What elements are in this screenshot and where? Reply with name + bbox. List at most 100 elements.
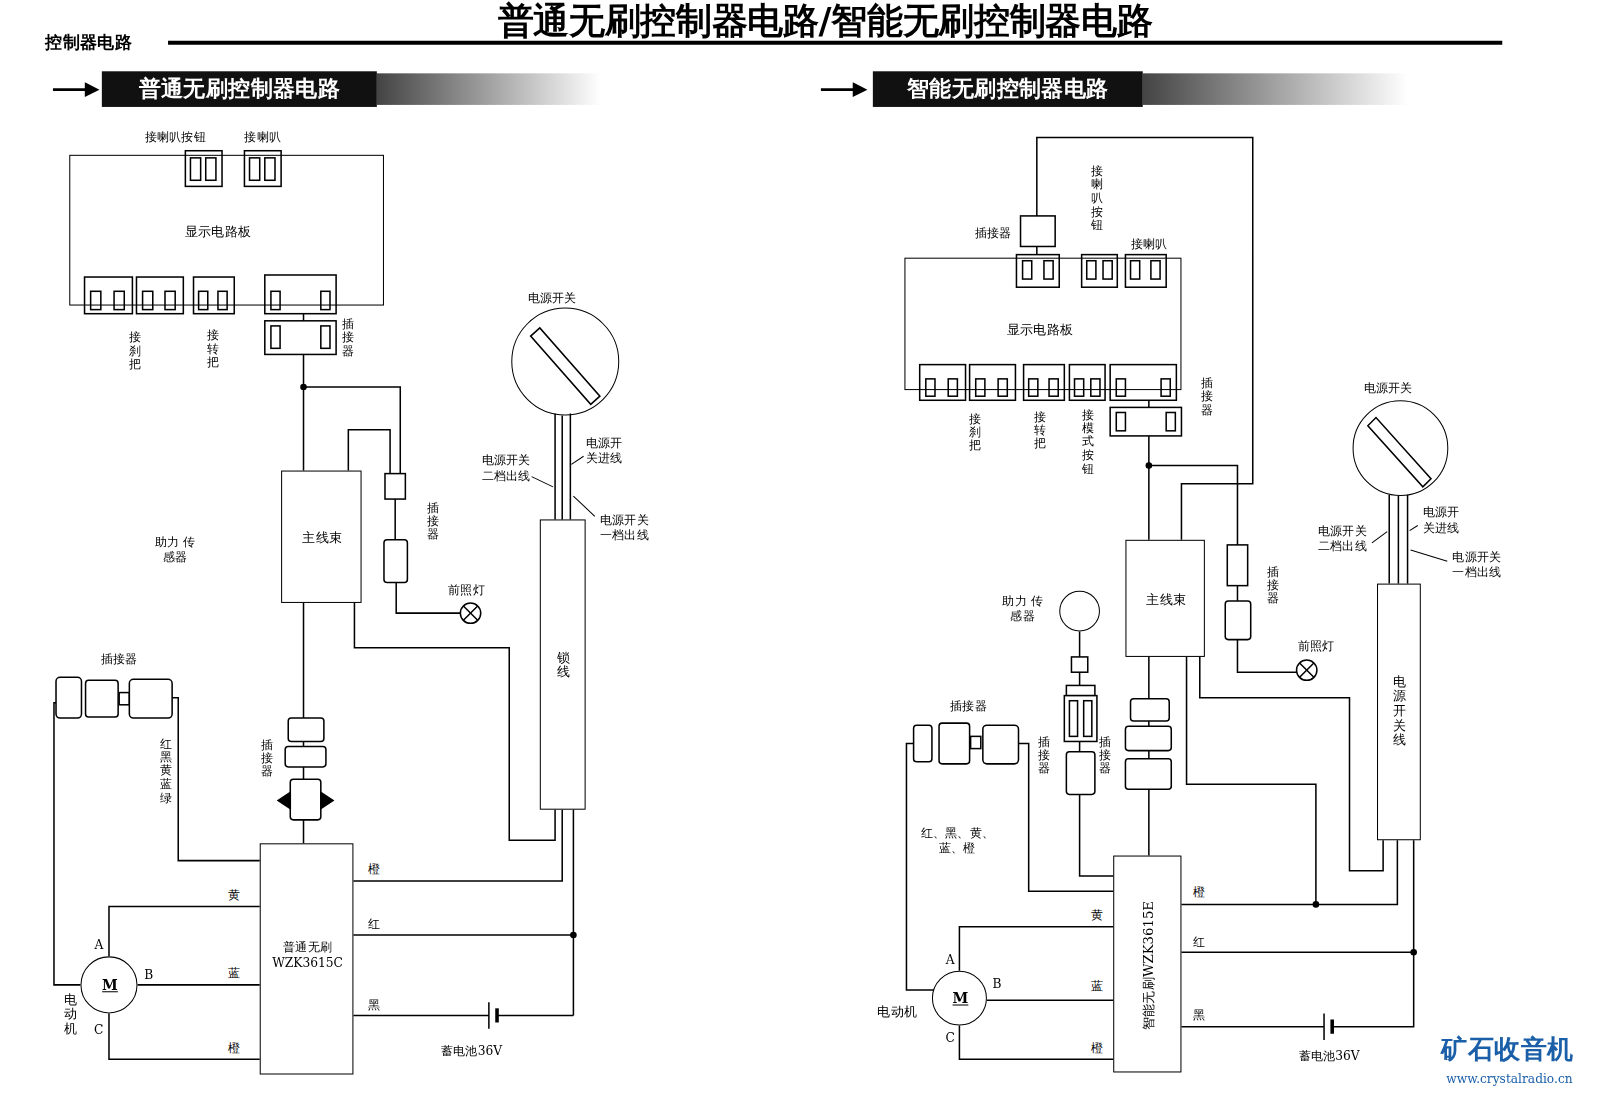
wire-color-label: 蓝	[1090, 979, 1104, 994]
plug	[1021, 216, 1056, 247]
leader-line	[1411, 550, 1448, 561]
diagram-label: 插接器	[342, 318, 354, 358]
junction-dot	[1411, 950, 1416, 955]
diagram-label: 电源开 关进线	[1419, 505, 1464, 536]
diagram-label: 接刹把	[969, 413, 981, 453]
junction-dot	[301, 384, 306, 389]
wire	[554, 414, 556, 520]
diagram-label: A	[946, 953, 955, 968]
node-text: 锁线	[557, 651, 570, 680]
diagram-label: 黑	[368, 998, 380, 1013]
wire-connector	[959, 1026, 1113, 1060]
node-text: 电动机	[877, 1004, 917, 1021]
section-band: 普通无刷控制器电路	[102, 71, 377, 107]
wire-connector	[561, 416, 563, 520]
switch-key	[1368, 418, 1431, 487]
motor-symbol: M电动机	[80, 956, 137, 1013]
plug	[385, 474, 405, 499]
battery-symbol	[1324, 1013, 1332, 1039]
wire-color-label: 橙	[1192, 885, 1206, 900]
main-harness: 主线束	[281, 471, 361, 603]
diagram-label: B	[993, 977, 1002, 992]
band-fade	[377, 73, 601, 105]
title-rule	[168, 41, 1502, 45]
diagram-label: 红	[1193, 934, 1205, 949]
diagram-label: 红	[368, 917, 380, 932]
node-text: 电源开关	[528, 291, 577, 306]
diagram-label: 助力 传感器	[150, 535, 201, 566]
wire-connector	[137, 984, 259, 986]
wire	[54, 703, 80, 985]
diagram-label: 接喇叭	[1131, 237, 1168, 252]
wire	[906, 744, 933, 990]
wire	[1181, 1026, 1324, 1028]
leader-line	[571, 456, 583, 464]
diagram-label: 插接器	[1099, 736, 1111, 776]
wire	[1332, 952, 1413, 1026]
main-harness: 主线束	[1125, 540, 1204, 657]
wire-connector	[1148, 657, 1150, 856]
wire	[1407, 495, 1409, 584]
node-text: M	[953, 990, 969, 1008]
wire-connector	[353, 810, 562, 881]
wire	[1181, 840, 1413, 952]
battery-symbol	[489, 1002, 497, 1028]
junction-dot	[571, 932, 576, 937]
wire	[353, 934, 573, 936]
wire	[172, 698, 260, 861]
diagram-label: 电源开 关进线	[582, 436, 627, 467]
wire-connector	[987, 999, 1113, 1001]
leader-line	[573, 496, 594, 516]
node-text: M	[102, 977, 118, 995]
section-band: 智能无刷控制器电路	[873, 71, 1143, 107]
hall-plugs	[56, 677, 172, 718]
wire-color-label: 橙	[227, 1040, 241, 1055]
hall-plugs	[914, 723, 1019, 764]
diagram-label: 接模式按钮	[1082, 408, 1094, 475]
diagram-label: 电源开关 二档出线	[478, 453, 535, 484]
node-text: 电源开关	[1364, 380, 1413, 395]
diagram-title: 普通无刷控制器电路/智能无刷控制器电路	[498, 0, 1153, 43]
band-fade	[1143, 73, 1408, 105]
diagram-label: 蓄电池36V	[441, 1043, 502, 1058]
wire-connector	[959, 927, 1113, 971]
node-text: 智能无刷控制器电路	[907, 75, 1109, 103]
lock-cable: 锁线	[540, 519, 586, 809]
node-text: 普通无刷 WZK3615C	[265, 940, 351, 971]
node-text: 主线束	[1146, 591, 1186, 608]
diagram-label: 红黑黄蓝绿	[160, 737, 172, 804]
diagram-label: www.crystalradio.cn	[1446, 1072, 1572, 1087]
diagram-label: 插接器	[1038, 736, 1050, 776]
controller-box: 普通无刷 WZK3615C	[260, 843, 354, 1074]
lamp-symbol	[460, 603, 480, 623]
node-text: 显示电路板	[1007, 322, 1073, 339]
diagram-label: 接喇叭	[244, 130, 281, 145]
diagram-label: 前照灯	[1298, 639, 1335, 654]
power-switch: 电源开关	[511, 308, 619, 416]
diagram-label: 蓄电池36V	[1299, 1049, 1360, 1064]
board-connectors	[920, 255, 1182, 436]
node-text: 电动机	[64, 993, 77, 1037]
wire	[1237, 586, 1239, 601]
motor-symbol: M电动机	[932, 971, 987, 1026]
diagram-label: 插接器	[261, 739, 273, 779]
diagram-label: 插接器	[101, 651, 138, 666]
diagram-label: 接喇叭按钮	[1091, 165, 1103, 232]
display-board: 显示电路板	[904, 258, 1181, 390]
diagram-label: 黑	[1193, 1008, 1205, 1023]
plug-stack	[1125, 699, 1171, 790]
node-text: 显示电路板	[185, 224, 251, 241]
node-text: 普通无刷控制器电路	[139, 75, 341, 103]
wire	[1237, 640, 1296, 673]
wire-connector	[109, 906, 260, 956]
plug	[384, 540, 407, 583]
wire-connector	[1200, 657, 1383, 871]
wire	[1037, 137, 1253, 539]
junction-dot	[1313, 902, 1318, 907]
wire	[497, 1015, 573, 1017]
wire-color-label: 蓝	[227, 966, 241, 981]
diagram-label: 接转把	[1034, 411, 1046, 451]
diagram-label: 插接器	[1201, 377, 1213, 417]
node-text: 助力 传感器	[997, 594, 1048, 625]
